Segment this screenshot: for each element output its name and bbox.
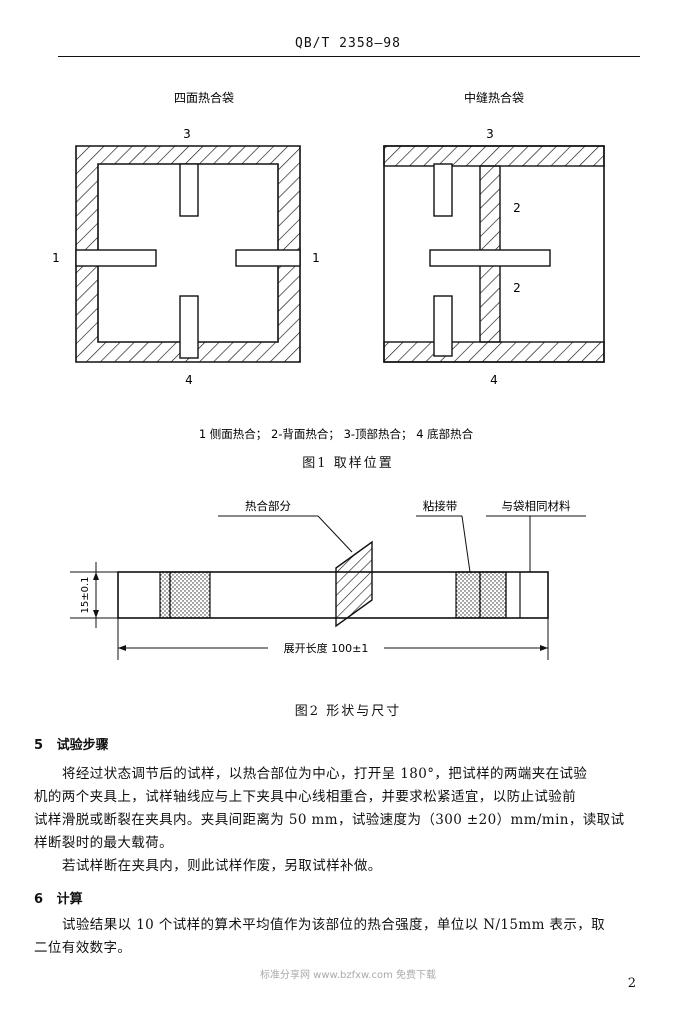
specimen-horizontal xyxy=(429,249,551,267)
label-heat-seal-portion: 热合部分 xyxy=(245,499,291,513)
label-top-seal: 3 xyxy=(486,127,494,141)
section-number: 5 xyxy=(34,738,44,753)
section-title: 计算 xyxy=(56,892,83,907)
specimen-bottom xyxy=(179,295,199,359)
figure-1-left-title: 四面热合袋 xyxy=(174,90,234,105)
label-top-seal: 3 xyxy=(183,127,191,141)
text-line: 试验结果以 10 个试样的算术平均值作为该部位的热合强度，单位以 N/15mm … xyxy=(62,917,606,933)
section-6-paragraph: 试验结果以 10 个试样的算术平均值作为该部位的热合强度，单位以 N/15mm … xyxy=(34,914,654,960)
label-bottom-seal: 4 xyxy=(185,373,193,387)
label-side-seal-right: 1 xyxy=(312,251,320,265)
text-line: 将经过状态调节后的试样，以热合部位为中心，打开呈 180°，把试样的两端夹在试验 xyxy=(62,766,588,782)
specimen-right xyxy=(235,249,301,267)
section-6-heading: 6 计算 xyxy=(34,888,83,907)
header-rule xyxy=(58,56,640,57)
text-line: 机的两个夹具上，试样轴线应与上下夹具中心线相重合，并要求松紧适宜，以防止试验前 xyxy=(34,789,577,805)
label-back-seal-lower: 2 xyxy=(513,281,521,295)
section-5-paragraph-2: 若试样断在夹具内，则此试样作废，另取试样补做。 xyxy=(62,858,382,874)
bottom-seal-band xyxy=(383,341,605,363)
width-dimension: 15±0.1 xyxy=(80,576,91,613)
figure-1-sampling-positions: 四面热合袋 中缝热合袋 3 1 1 4 3 2 2 4 1 侧面热合； 2-背面… xyxy=(52,90,605,441)
figure-1-caption: 图1 取样位置 xyxy=(302,456,394,471)
label-back-seal-upper: 2 xyxy=(513,201,521,215)
page-number: 2 xyxy=(627,976,636,991)
top-seal-band xyxy=(383,145,605,167)
specimen-top xyxy=(433,163,453,217)
label-side-seal-left: 1 xyxy=(52,251,60,265)
specimen-top xyxy=(179,163,199,217)
figure-1-legend: 1 侧面热合； 2-背面热合； 3-顶部热合； 4 底部热合 xyxy=(199,427,474,441)
figure-2-caption: 图2 形状与尺寸 xyxy=(294,704,402,719)
four-side-sealed-bag: 3 1 1 4 xyxy=(52,127,320,387)
specimen-bottom xyxy=(433,295,453,357)
standard-code-header: QB/T 2358—98 xyxy=(295,36,401,51)
label-bottom-seal: 4 xyxy=(490,373,498,387)
figure-1-right-title: 中缝热合袋 xyxy=(464,90,524,105)
label-bag-material: 与袋相同材料 xyxy=(502,499,571,513)
heat-seal-portion xyxy=(335,540,373,628)
adhesive-tape-right xyxy=(455,571,507,619)
section-5-heading: 5 试验步骤 xyxy=(34,734,109,753)
length-dimension: 展开长度 100±1 xyxy=(284,641,369,655)
specimen-left xyxy=(75,249,157,267)
watermark: 标准分享网 www.bzfxw.com 免费下载 xyxy=(260,970,436,981)
adhesive-tape-left xyxy=(159,571,211,619)
seal-frame-hatched xyxy=(75,145,301,363)
section-title: 试验步骤 xyxy=(56,738,109,753)
figure-2-shape-dimensions: 热合部分 粘接带 与袋相同材料 15±0.1 展开长度 100±1 xyxy=(70,499,586,660)
section-5-paragraph-1: 将经过状态调节后的试样，以热合部位为中心，打开呈 180°，把试样的两端夹在试验… xyxy=(34,763,654,855)
text-line: 试样滑脱或断裂在夹具内。夹具间距离为 50 mm，试验速度为（300 ±20）m… xyxy=(34,812,625,828)
center-seam-sealed-bag: 3 2 2 4 xyxy=(383,127,605,387)
text-line: 二位有效数字。 xyxy=(34,940,132,956)
text-line: 样断裂时的最大载荷。 xyxy=(34,835,173,851)
section-number: 6 xyxy=(34,892,44,907)
label-adhesive-tape: 粘接带 xyxy=(423,499,458,513)
